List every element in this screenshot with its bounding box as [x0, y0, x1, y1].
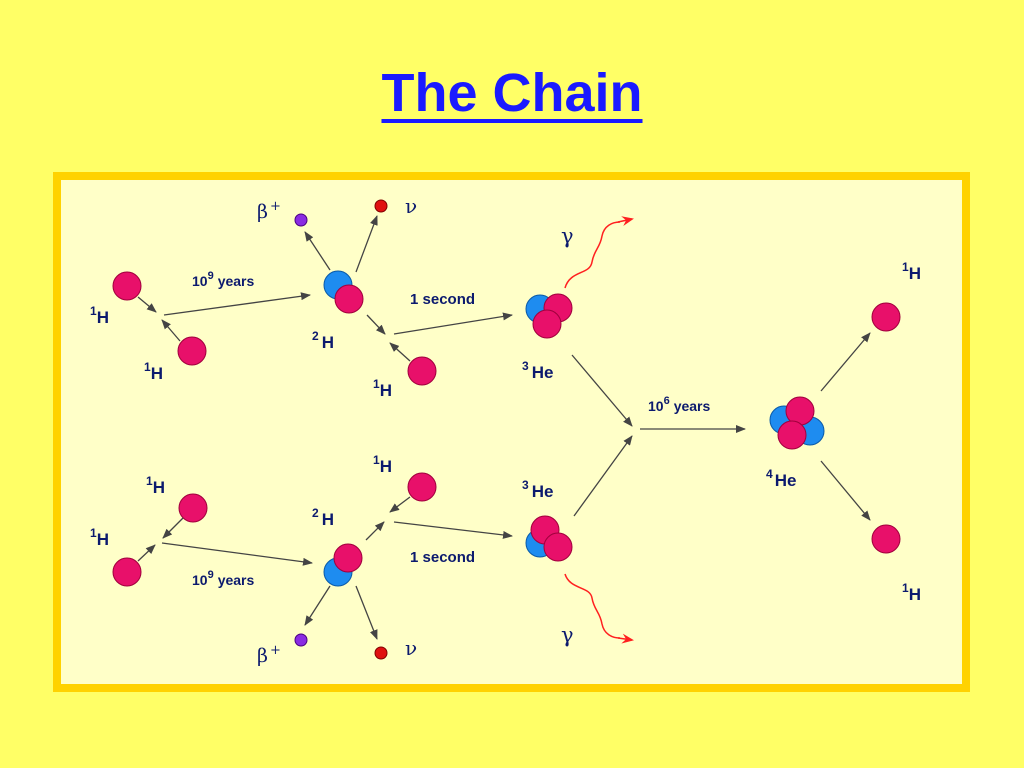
hydrogen-1-label: 1H	[90, 304, 109, 327]
proton-icon	[532, 309, 562, 339]
arrow	[137, 544, 156, 562]
arrow	[162, 517, 184, 539]
proton-icon	[177, 336, 207, 366]
beta-plus-label: β+	[257, 199, 281, 223]
gamma-arrow	[617, 633, 634, 644]
beta-plus-label: β+	[257, 643, 281, 667]
arrow	[820, 460, 871, 521]
gamma-ray-icon	[564, 573, 621, 639]
proton-icon	[871, 302, 901, 332]
slide-title: The Chain	[381, 63, 643, 123]
hydrogen-1-label: 1H	[90, 526, 109, 549]
proton-icon	[777, 420, 807, 450]
arrow	[389, 342, 411, 362]
hydrogen-1-label: 1H	[902, 260, 921, 283]
proton-icon	[334, 284, 364, 314]
hydrogen-1-label: 1H	[373, 453, 392, 476]
proton-icon	[178, 493, 208, 523]
arrow	[365, 521, 385, 541]
proton-icon	[407, 472, 437, 502]
proton-icon	[333, 543, 363, 573]
arrow	[161, 319, 181, 342]
neutrino-icon	[374, 646, 388, 660]
reaction-arrow	[393, 521, 513, 539]
arrow	[571, 354, 633, 427]
one-second-label: 1 second	[410, 291, 475, 308]
positron-icon	[294, 633, 308, 647]
reaction-arrow	[393, 312, 513, 335]
proton-icon	[871, 524, 901, 554]
arrow	[820, 332, 871, 392]
reaction-arrow	[163, 292, 311, 316]
gamma-arrow	[617, 216, 634, 226]
proton-icon	[112, 557, 142, 587]
arrow	[366, 314, 386, 335]
gamma-label: γ	[561, 623, 574, 647]
hydrogen-1-label: 1H	[902, 581, 921, 604]
neutrino-label: ν	[405, 194, 417, 218]
proton-icon	[112, 271, 142, 301]
one-second-label: 1 second	[410, 549, 475, 566]
arrow	[304, 231, 331, 271]
neutrino-icon	[374, 199, 388, 213]
arrow	[355, 215, 378, 273]
reaction-arrow	[161, 542, 313, 566]
arrow	[137, 296, 157, 313]
arrow	[573, 435, 633, 517]
hydrogen-1-label: 1H	[144, 360, 163, 383]
arrow	[389, 496, 411, 513]
hydrogen-1-label: 1H	[146, 474, 165, 497]
proton-icon	[543, 532, 573, 562]
hydrogen-1-label: 1H	[373, 377, 392, 400]
neutrino-label: ν	[405, 636, 417, 660]
arrow	[355, 585, 378, 640]
gamma-ray-icon	[564, 221, 621, 289]
proton-icon	[407, 356, 437, 386]
arrow	[304, 585, 331, 626]
positron-icon	[294, 213, 308, 227]
gamma-label: γ	[561, 224, 574, 248]
